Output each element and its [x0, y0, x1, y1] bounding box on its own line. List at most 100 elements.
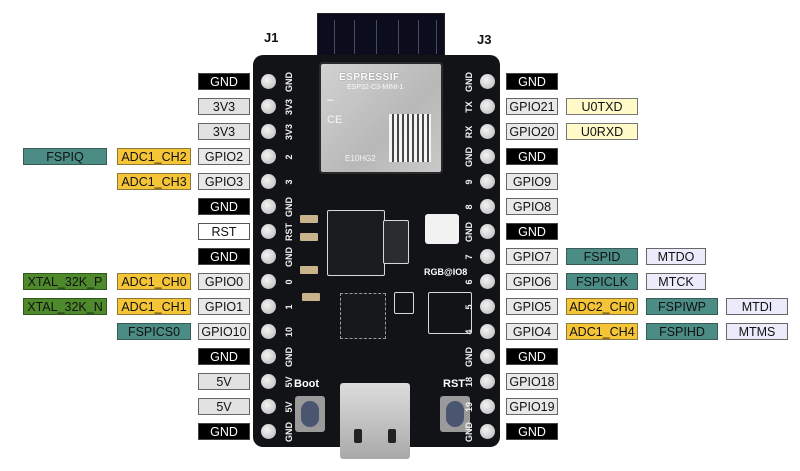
pin-label-jtag: MTDI	[726, 298, 788, 315]
j1-pin-7	[261, 224, 276, 239]
j3-pin-6	[480, 199, 495, 214]
pin-label-gnd: GND	[506, 148, 558, 165]
module-model: ESP32-C3-MINI-1	[347, 84, 404, 91]
silkscreen-label: 18	[464, 377, 474, 388]
micro-usb-port[interactable]	[340, 383, 410, 459]
capacitor	[300, 215, 318, 223]
pin-label-gpio: GPIO1	[198, 298, 250, 315]
rst-label: RST	[443, 378, 465, 390]
pin-label-gpio: GPIO9	[506, 173, 558, 190]
pin-label-fspi: FSPICLK	[566, 273, 638, 290]
silkscreen-label: GND	[284, 247, 294, 267]
silkscreen-label: GND	[284, 197, 294, 217]
silkscreen-label: 3V3	[284, 99, 294, 116]
ce-mark-icon: CE	[327, 114, 343, 126]
j1-pin-1	[261, 74, 276, 89]
module-fcc-text: ▪▪▪	[327, 98, 334, 104]
silkscreen-label: 3V3	[284, 124, 294, 141]
regulator-tab	[383, 220, 409, 264]
pin-label-gnd: GND	[506, 423, 558, 440]
pin-label-adc: ADC1_CH1	[117, 298, 191, 315]
pin-label-gnd: GND	[198, 248, 250, 265]
silkscreen-label: GND	[284, 347, 294, 367]
pin-label-fspi: FSPID	[566, 248, 638, 265]
pin-label-jtag: MTDO	[646, 248, 706, 265]
pin-label-gnd: GND	[198, 348, 250, 365]
pin-label-adc: ADC2_CH0	[566, 298, 638, 315]
rgb-led-label: RGB@IO8	[424, 267, 468, 277]
j3-pin-11	[480, 324, 495, 339]
silkscreen-label: GND	[284, 72, 294, 92]
silkscreen-label: GND	[284, 422, 294, 442]
pin-label-gpio: GPIO6	[506, 273, 558, 290]
j3-pin-2	[480, 99, 495, 114]
silkscreen-label: 5	[464, 304, 474, 310]
j3-pin-4	[480, 149, 495, 164]
boot-button-cap	[301, 401, 319, 427]
j1-pin-6	[261, 199, 276, 214]
j1-pin-13	[261, 374, 276, 389]
pin-label-fspi: FSPIHD	[646, 323, 718, 340]
pin-label-rst: RST	[198, 223, 250, 240]
j3-pin-13	[480, 374, 495, 389]
pin-label-jtag: MTMS	[726, 323, 788, 340]
module-brand: ESPRESSIF	[339, 72, 400, 83]
j3-pin-9	[480, 274, 495, 289]
qr-code-icon	[389, 114, 431, 162]
j3-pin-10	[480, 299, 495, 314]
j1-pin-4	[261, 149, 276, 164]
pin-label-gnd: GND	[506, 73, 558, 90]
pin-label-gpio: GPIO19	[506, 398, 558, 415]
silkscreen-label: 8	[464, 204, 474, 210]
pin-label-xtal: XTAL_32K_N	[23, 298, 107, 315]
pin-label-gpio: GPIO5	[506, 298, 558, 315]
component-pad	[394, 292, 414, 314]
silkscreen-label: 0	[284, 279, 294, 285]
j1-header: J1	[264, 30, 279, 45]
pin-label-pwr: 3V3	[198, 123, 250, 140]
j1-pin-3	[261, 124, 276, 139]
silkscreen-label: RX	[464, 125, 474, 139]
component-pad	[428, 292, 472, 334]
silkscreen-label: GND	[464, 347, 474, 367]
j3-pin-7	[480, 224, 495, 239]
pin-label-gnd: GND	[506, 348, 558, 365]
silkscreen-label: 5V	[284, 376, 294, 388]
pin-label-gpio: GPIO20	[506, 123, 558, 140]
j1-pin-14	[261, 399, 276, 414]
pin-label-fspi: FSPIWP	[646, 298, 718, 315]
j3-pin-1	[480, 74, 495, 89]
silkscreen-label: 19	[464, 402, 474, 413]
usb-bridge-chip	[340, 293, 386, 339]
boot-button[interactable]	[295, 396, 325, 432]
pin-label-gpio: GPIO18	[506, 373, 558, 390]
pin-label-adc: ADC1_CH0	[117, 273, 191, 290]
pin-label-adc: ADC1_CH4	[566, 323, 638, 340]
reset-button[interactable]	[440, 396, 470, 432]
j3-pin-12	[480, 349, 495, 364]
j3-pin-3	[480, 124, 495, 139]
silkscreen-label: 1	[284, 304, 294, 310]
j3-pin-15	[480, 424, 495, 439]
pin-label-gnd: GND	[198, 73, 250, 90]
silkscreen-label: TX	[464, 101, 474, 113]
pin-label-gpio: GPIO10	[198, 323, 250, 340]
pin-label-pwr: 5V	[198, 398, 250, 415]
j1-pin-8	[261, 249, 276, 264]
silkscreen-label: 10	[284, 327, 294, 338]
capacitor	[300, 266, 318, 274]
silkscreen-label: 3	[284, 179, 294, 185]
pin-label-adc: ADC1_CH2	[117, 148, 191, 165]
capacitor	[300, 233, 318, 241]
j1-pin-9	[261, 274, 276, 289]
pin-label-pwr: 5V	[198, 373, 250, 390]
pin-label-fspi: FSPICS0	[117, 323, 191, 340]
silkscreen-label: 2	[284, 154, 294, 160]
silkscreen-label: 6	[464, 279, 474, 285]
j3-pin-5	[480, 174, 495, 189]
pin-label-gpio: GPIO3	[198, 173, 250, 190]
j3-pin-8	[480, 249, 495, 264]
pin-label-gpio: GPIO0	[198, 273, 250, 290]
voltage-regulator	[327, 210, 385, 276]
pin-label-gpio: GPIO7	[506, 248, 558, 265]
